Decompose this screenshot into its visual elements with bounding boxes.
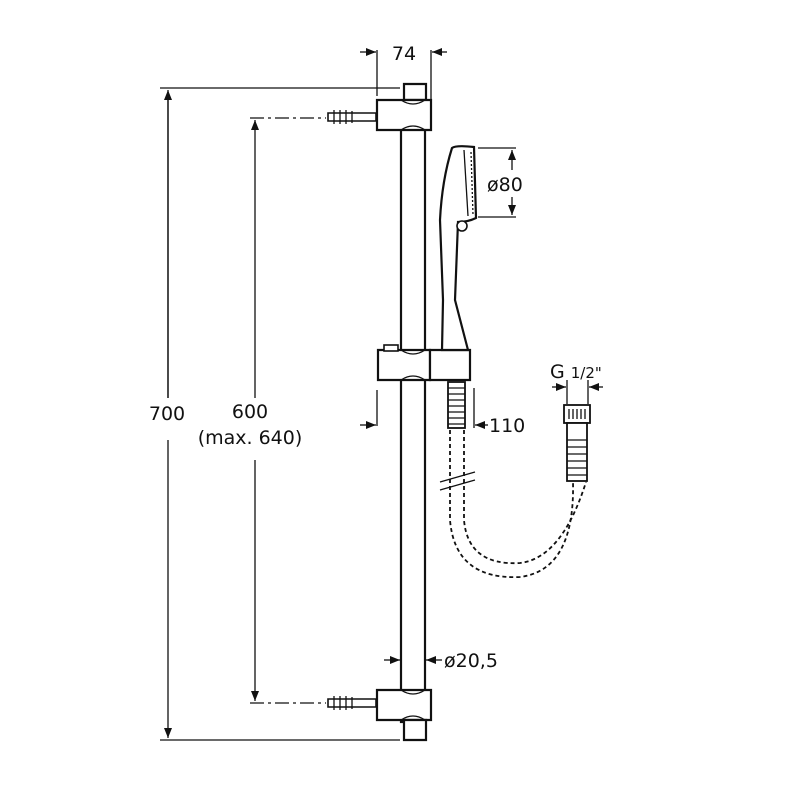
dimension-700-label: 700 [149,403,185,425]
dimension-110 [360,388,488,429]
dimension-head-diameter-label: ø80 [487,174,523,196]
bottom-wall-bracket [327,688,433,742]
top-wall-bracket [327,82,433,132]
dimension-600-label: 600 [232,401,268,423]
dimension-700 [160,87,400,741]
break-mark [439,471,476,491]
wall-plug-bottom [327,696,377,710]
sliding-holder [376,344,472,382]
dimension-600-max-label: (max. 640) [198,427,303,449]
dimension-110-label: 110 [489,415,525,437]
shower-hose [439,381,587,578]
slide-rail-bar [399,110,427,724]
wall-plug-top [327,110,377,124]
hose-connector-nut [552,380,603,482]
hand-shower [438,145,478,352]
dimension-600 [250,117,326,704]
dimension-bar-diameter-label: ø20,5 [444,650,498,672]
dimension-74 [360,48,447,100]
dimension-head-diameter [478,147,516,218]
dimension-74-label: 74 [392,43,416,65]
